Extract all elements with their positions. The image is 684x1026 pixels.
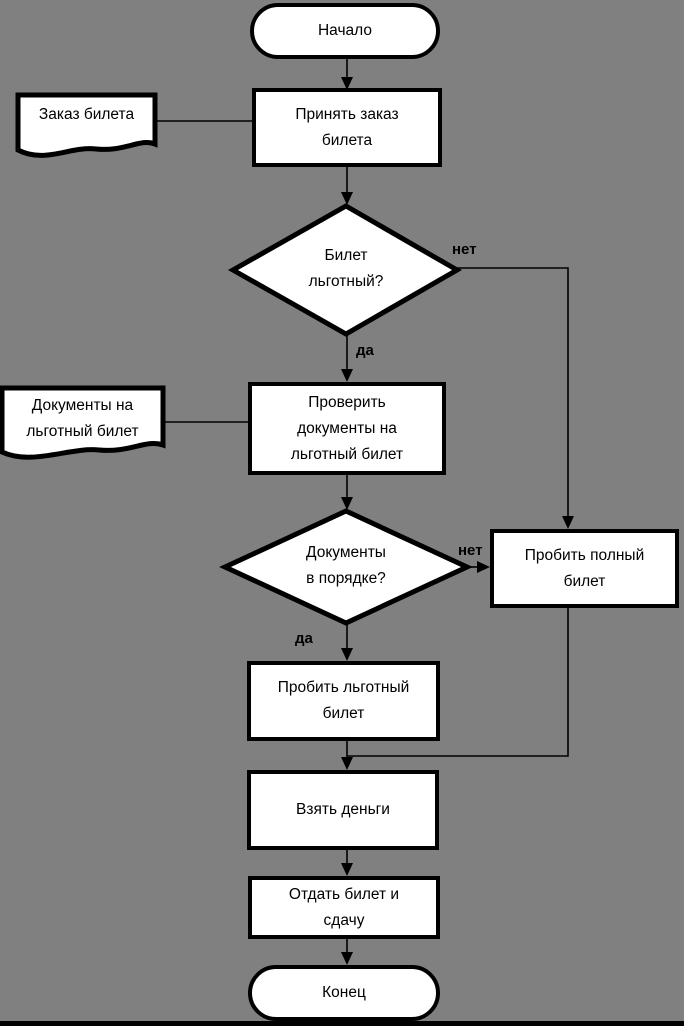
edge-label-discount-yes: да — [356, 342, 374, 359]
give-ticket-line1: Отдать билет и — [288, 885, 400, 903]
start-node: Начало — [250, 3, 440, 59]
edge-decision1-no — [457, 267, 569, 516]
order-document-shape — [15, 92, 158, 158]
give-ticket-line2: сдачу — [323, 911, 365, 929]
arrowhead-icon — [341, 757, 353, 770]
accept-order-node: Принять заказ билета — [252, 88, 442, 167]
end-node: Конец — [248, 965, 440, 1021]
accept-order-line2: билета — [321, 131, 373, 149]
check-docs-line1: Проверить — [308, 393, 386, 411]
arrowhead-icon — [477, 561, 490, 573]
bottom-border — [0, 1021, 684, 1026]
edge-label-docs-yes: да — [295, 630, 313, 647]
discount-ticket-node: Пробить льготный билет — [247, 661, 440, 741]
arrowhead-icon — [341, 369, 353, 382]
check-docs-line3: льготный билет — [290, 445, 404, 463]
accept-order-line1: Принять заказ — [295, 105, 399, 123]
edge-label-discount-no: нет — [452, 241, 477, 258]
arrowhead-icon — [341, 192, 353, 205]
start-label: Начало — [317, 22, 372, 39]
full-ticket-line1: Пробить полный — [524, 546, 645, 564]
check-docs-line2: документы на — [297, 419, 397, 437]
edge-label-docs-no: нет — [458, 542, 483, 559]
take-money-label: Взять деньги — [296, 801, 390, 818]
end-label: Конец — [322, 984, 366, 1001]
decision-docs-diamond — [219, 508, 473, 626]
docs-document-shape — [0, 385, 166, 460]
check-docs-node: Проверить документы на льготный билет — [248, 382, 446, 475]
full-ticket-line2: билет — [563, 572, 606, 590]
discount-ticket-line1: Пробить льготный — [277, 679, 410, 696]
arrowhead-icon — [341, 648, 353, 661]
arrowhead-icon — [341, 863, 353, 876]
arrowhead-icon — [341, 77, 353, 90]
take-money-node: Взять деньги — [247, 770, 439, 850]
discount-ticket-line2: билет — [322, 705, 365, 722]
edge-fullticket-merge — [347, 607, 569, 757]
decision-discount-diamond — [227, 203, 463, 337]
give-ticket-node: Отдать билет и сдачу — [248, 876, 440, 939]
arrowhead-icon — [562, 516, 574, 529]
full-ticket-node: Пробить полный билет — [490, 529, 679, 608]
arrowhead-icon — [341, 497, 353, 510]
arrowhead-icon — [341, 952, 353, 965]
